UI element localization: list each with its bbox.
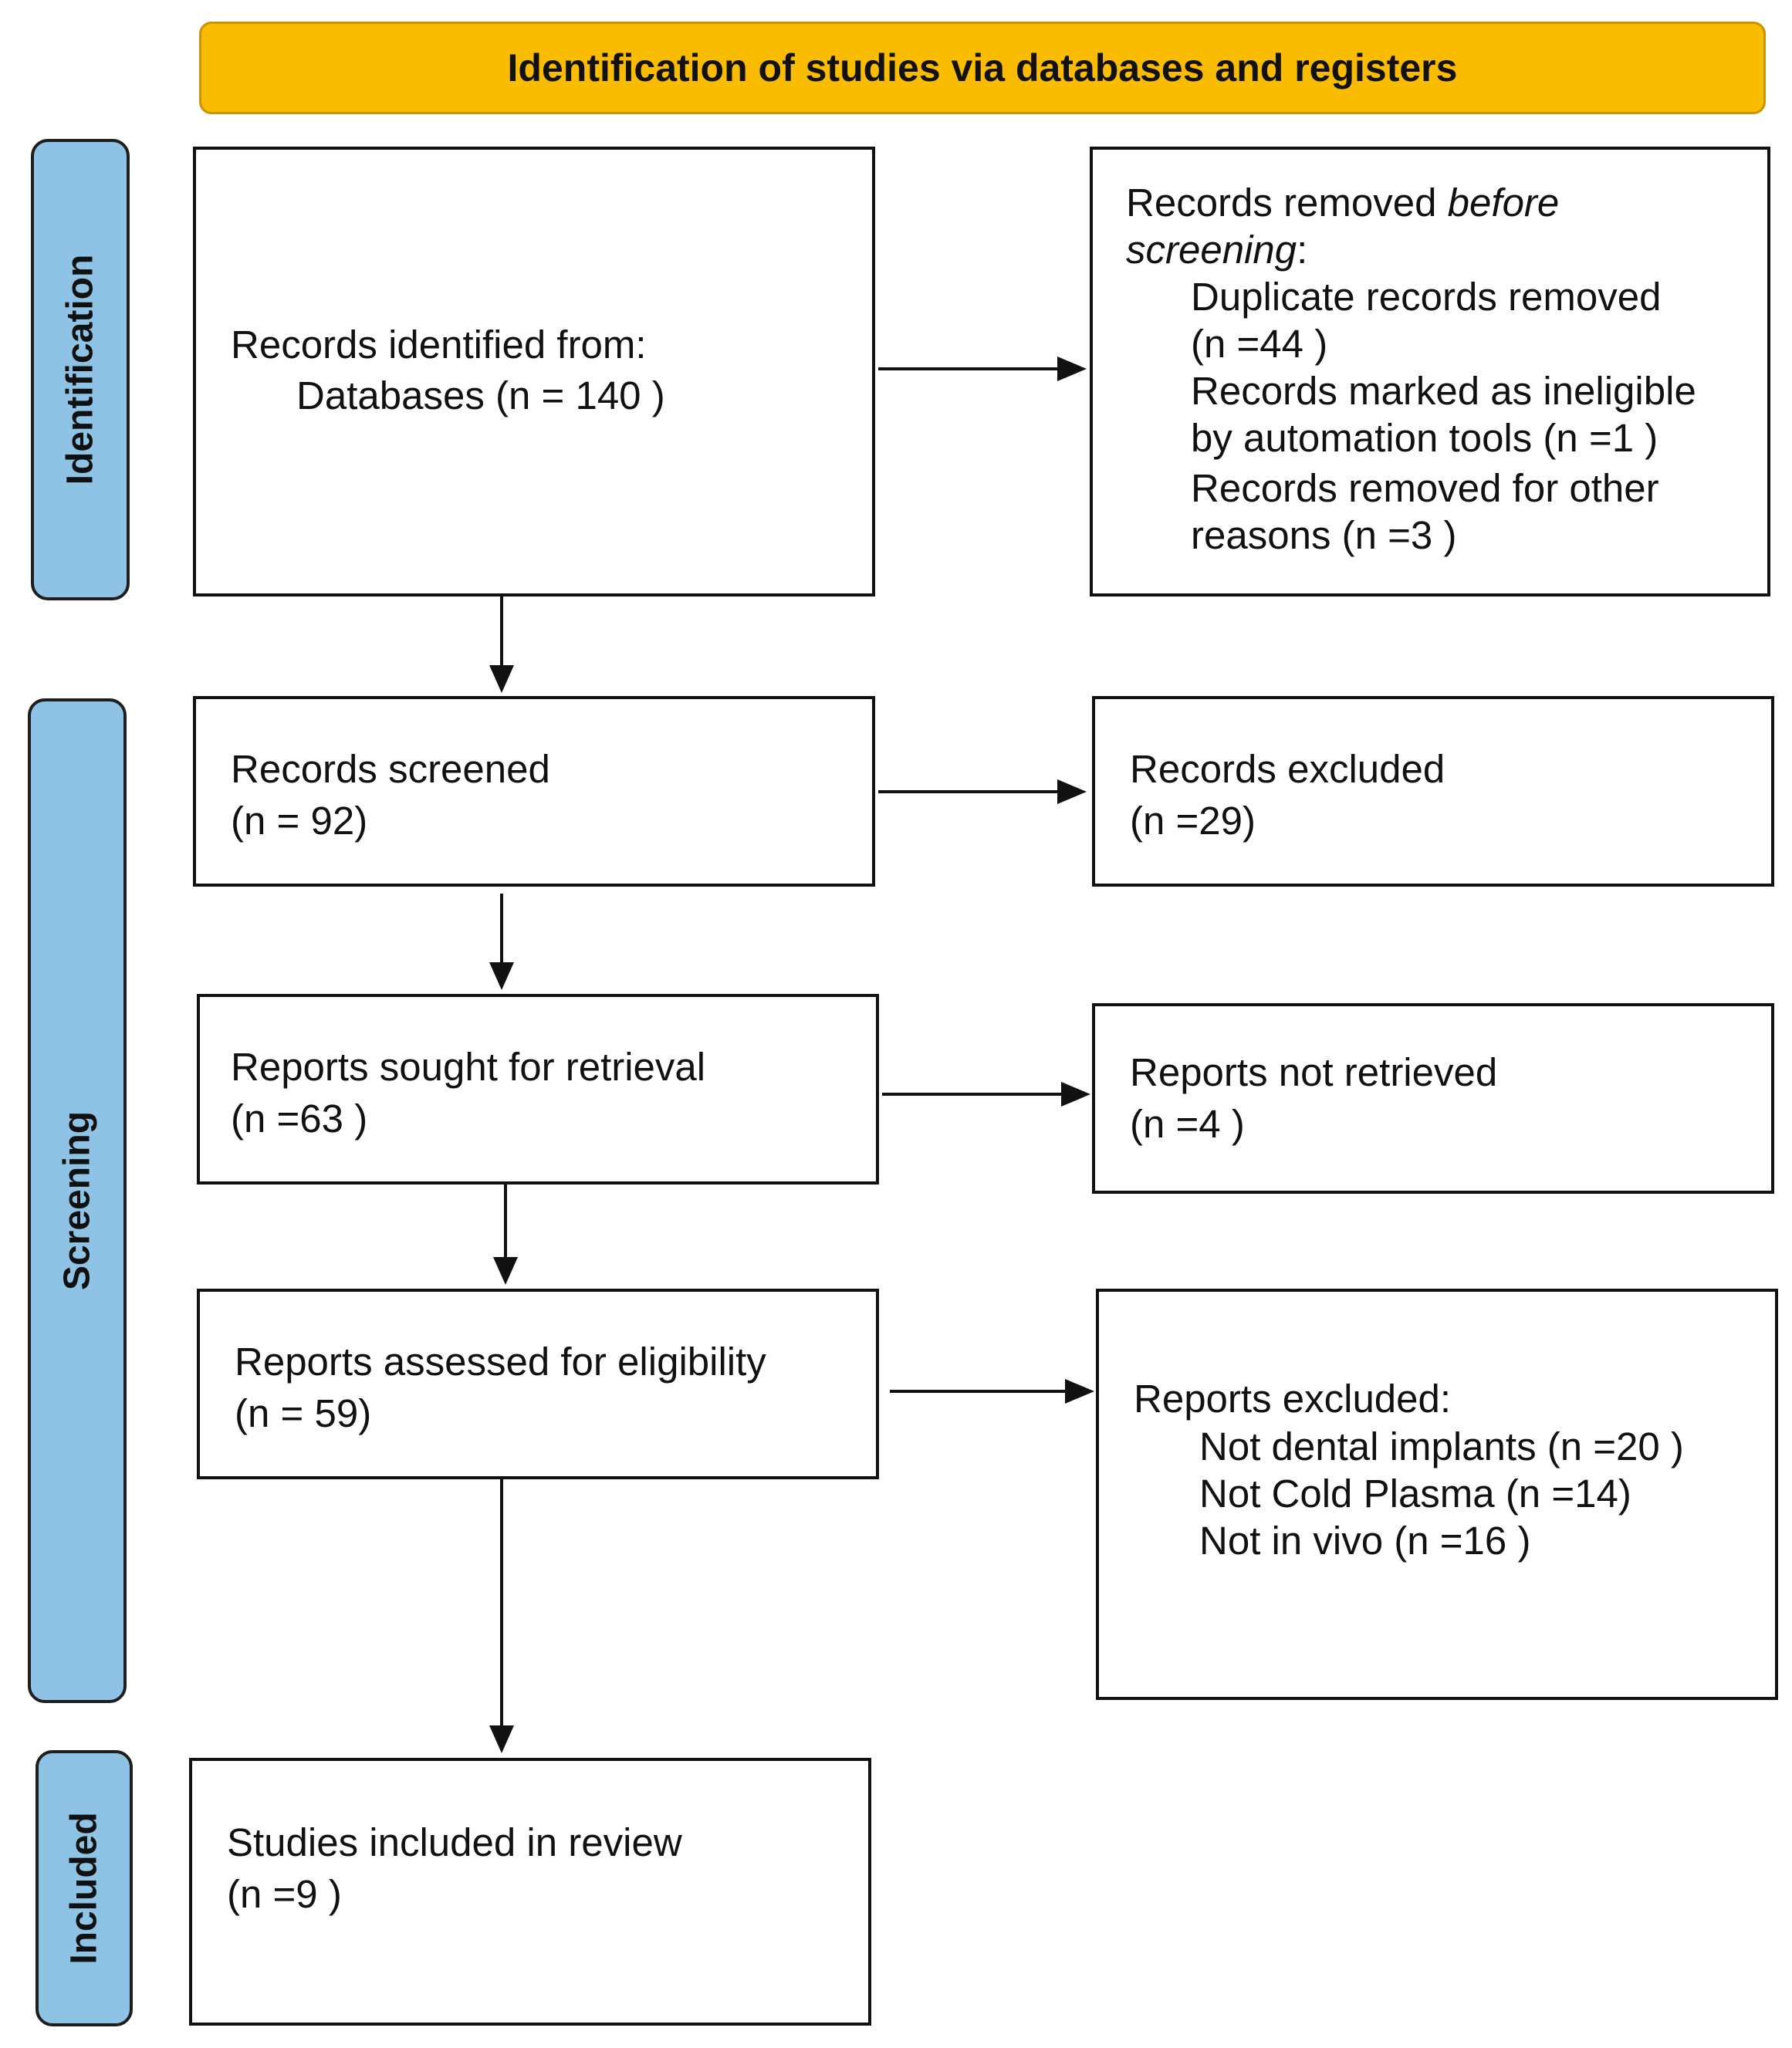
records-screened-line1: Records screened <box>231 747 550 791</box>
records-removed-box: Records removed before screening: Duplic… <box>1090 147 1770 596</box>
records-excluded-line2: (n =29) <box>1130 799 1256 843</box>
records-identified-heading: Records identified from: <box>231 323 647 367</box>
records-excluded-box: Records excluded (n =29) <box>1092 696 1774 887</box>
arrow-sought-to-assessed <box>493 1185 518 1285</box>
other-line1: Records removed for other <box>1191 466 1659 510</box>
studies-included-box: Studies included in review (n =9 ) <box>189 1758 871 2026</box>
duplicates-line2: (n =44 ) <box>1191 322 1328 366</box>
arrow-assessed-to-excluded <box>890 1379 1094 1404</box>
studies-included-line2: (n =9 ) <box>227 1872 342 1916</box>
records-identified-databases: Databases (n = 140 ) <box>296 373 665 417</box>
reports-sought-line1: Reports sought for retrieval <box>231 1045 706 1089</box>
reports-excluded-box: Reports excluded: Not dental implants (n… <box>1096 1289 1778 1700</box>
phase-screening: Screening <box>28 698 127 1703</box>
duplicates-line1: Duplicate records removed <box>1191 275 1662 319</box>
reports-not-retrieved-line1: Reports not retrieved <box>1130 1050 1498 1094</box>
records-identified-box: Records identified from: Databases (n = … <box>193 147 875 596</box>
phase-identification: Identification <box>31 139 130 600</box>
arrow-assessed-to-included <box>489 1479 514 1753</box>
reports-excluded-reason1: Not dental implants (n =20 ) <box>1199 1424 1684 1468</box>
reports-not-retrieved-box: Reports not retrieved (n =4 ) <box>1092 1003 1774 1194</box>
reports-excluded-reason2: Not Cold Plasma (n =14) <box>1199 1472 1631 1516</box>
records-screened-line2: (n = 92) <box>231 799 368 843</box>
reports-excluded-heading: Reports excluded: <box>1134 1377 1452 1421</box>
arrow-screened-to-excluded <box>878 779 1087 804</box>
header-title: Identification of studies via databases … <box>507 46 1458 90</box>
reports-excluded-reason3: Not in vivo (n =16 ) <box>1199 1519 1531 1563</box>
reports-assessed-line2: (n = 59) <box>235 1391 372 1435</box>
studies-included-line1: Studies included in review <box>227 1820 682 1864</box>
phase-included: Included <box>36 1750 133 2026</box>
arrow-screened-to-sought <box>489 894 514 990</box>
arrow-identified-to-screened <box>489 596 514 693</box>
ineligible-line1: Records marked as ineligible <box>1191 369 1696 413</box>
records-excluded-line1: Records excluded <box>1130 747 1445 791</box>
reports-not-retrieved-line2: (n =4 ) <box>1130 1102 1245 1146</box>
reports-sought-box: Reports sought for retrieval (n =63 ) <box>197 994 879 1185</box>
records-removed-heading: Records removed before <box>1126 181 1560 225</box>
records-removed-heading-cont: screening: <box>1126 228 1308 272</box>
ineligible-line2: by automation tools (n =1 ) <box>1191 416 1658 460</box>
reports-sought-line2: (n =63 ) <box>231 1097 368 1141</box>
reports-assessed-line1: Reports assessed for eligibility <box>235 1340 766 1384</box>
reports-assessed-box: Reports assessed for eligibility (n = 59… <box>197 1289 879 1479</box>
other-line2: reasons (n =3 ) <box>1191 513 1457 557</box>
header-banner: Identification of studies via databases … <box>199 22 1766 114</box>
records-screened-box: Records screened (n = 92) <box>193 696 875 887</box>
arrow-sought-to-not-retrieved <box>882 1082 1090 1107</box>
arrow-identified-to-removed <box>878 357 1087 381</box>
